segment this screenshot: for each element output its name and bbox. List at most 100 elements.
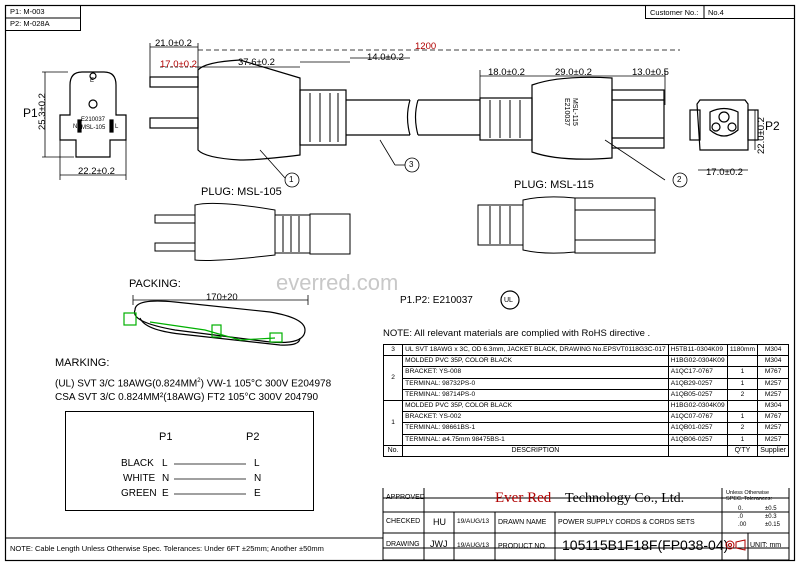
bom-no: 1 xyxy=(382,399,404,446)
label-p1: P1 xyxy=(23,106,38,120)
drawer-initials: JWJ xyxy=(430,539,448,549)
bom-supplier: M304 xyxy=(757,355,789,368)
bom-qty: 2 xyxy=(726,388,759,401)
ul-logo-text: UL xyxy=(504,297,513,304)
callout-3: 3 xyxy=(409,160,414,169)
bom-supplier: M257 xyxy=(757,433,789,446)
bom-qty: 2 xyxy=(726,422,759,435)
side-cert-label: MSL-115 xyxy=(571,98,578,126)
bottom-note: NOTE: Cable Length Unless Otherwise Spec… xyxy=(10,544,324,553)
drawing-date: 19/AUG/13 xyxy=(457,542,490,549)
wiring-lines xyxy=(174,463,246,495)
bom-supplier: M767 xyxy=(757,411,789,424)
tol-0-key: 0. xyxy=(738,506,744,512)
drawing-name-label: DRAWN NAME xyxy=(498,519,547,526)
plug-side-view xyxy=(149,59,480,161)
bom-no: 3 xyxy=(382,343,404,357)
face-e-label: E xyxy=(90,78,95,84)
company-name-a: Ever Red xyxy=(495,490,552,506)
bom-desc: BRACKET: YS-002 xyxy=(402,411,669,424)
connector-msl-115-drawing xyxy=(477,196,656,254)
dim-25-3: 25.3±0.2 xyxy=(37,93,48,130)
wiring-color-1: WHITE xyxy=(123,473,156,484)
bom-code: A1QC07-0767 xyxy=(667,411,728,424)
face-l-label: L xyxy=(115,124,119,130)
bom-desc: BRACKET: YS-008 xyxy=(402,366,669,379)
tol-2-key: .00 xyxy=(738,522,747,528)
approval-text: P1.P2: E210037 xyxy=(400,295,473,306)
bom-code: H1BG02-0304K09 xyxy=(667,399,728,413)
bom-header-desc: DESCRIPTION xyxy=(402,444,669,457)
wiring-p1: P1 xyxy=(159,431,173,443)
drawing-label: DRAWING xyxy=(386,541,420,548)
dim-17: 17.0±0.2 xyxy=(160,59,197,70)
dim-21: 21.0±0.2 xyxy=(155,38,192,49)
bom-no: 2 xyxy=(382,355,404,401)
ul-logo xyxy=(500,290,520,310)
packing-title: PACKING: xyxy=(129,278,181,290)
checked-label: CHECKED xyxy=(386,518,421,525)
dim-37-6: 37.6±0.2 xyxy=(238,57,275,68)
bom-code: A1QB01-0257 xyxy=(667,422,728,435)
wiring-p2-0: L xyxy=(254,458,260,469)
tol-title-1: Unless Otherwise xyxy=(726,490,770,496)
marking-line-1: (UL) SVT 3/C 18AWG(0.824MM2) VW-1 105°C … xyxy=(55,378,332,390)
bom-qty: 1 xyxy=(726,411,759,424)
tol-1-val: ±0.3 xyxy=(765,514,777,520)
rohs-note: NOTE: All relevant materials are complie… xyxy=(383,328,651,339)
bom-desc: MOLDED PVC 35P, COLOR BLACK xyxy=(402,355,669,368)
bom-qty: 1 xyxy=(726,366,759,379)
dim-14: 14.0±0.2 xyxy=(367,52,404,63)
bom-desc: TERMINAL: 98732PS-0 xyxy=(402,377,669,390)
dim-1200: 1200 xyxy=(415,41,437,52)
wiring-p2-1: N xyxy=(254,473,262,484)
bom-supplier: M304 xyxy=(757,343,789,357)
wiring-p2: P2 xyxy=(246,431,260,443)
tol-title-2: SPEC. Tolerances: xyxy=(726,496,773,502)
tol-2-val: ±0.15 xyxy=(765,522,780,528)
customer-no-label: Customer No.: xyxy=(650,8,699,17)
bom-desc: MOLDED PVC 35P, COLOR BLACK xyxy=(402,399,669,413)
bom-qty xyxy=(726,399,759,413)
plug-115-title: PLUG: MSL-115 xyxy=(514,179,594,191)
dim-170: 170±20 xyxy=(206,292,238,303)
tol-0-val: ±0.5 xyxy=(765,506,777,512)
bom-supplier: M767 xyxy=(757,366,789,379)
company-name-b: Technology Co., Ltd. xyxy=(565,491,685,506)
bom-desc: TERMINAL: 98661BS-1 xyxy=(402,422,669,435)
face-cert-label: E210037 xyxy=(81,117,106,123)
plug-face-p1 xyxy=(59,71,127,158)
bom-code: H5TB11-0304K09 xyxy=(667,343,728,357)
bom-code: A1QB05-0257 xyxy=(667,388,728,401)
bom-qty: 1 xyxy=(726,433,759,446)
bom-supplier: M257 xyxy=(757,388,789,401)
bom-code: A1QB06-0257 xyxy=(667,433,728,446)
face-model-label: MSL-105 xyxy=(81,125,106,131)
product-no-label: PRODUCT NO. xyxy=(498,543,547,550)
callout-1: 1 xyxy=(289,175,294,184)
bom-header-supplier: Supplier xyxy=(757,444,789,457)
bom-code: A1QB29-0257 xyxy=(667,377,728,390)
tol-1-key: .0 xyxy=(738,514,744,520)
bom-desc: UL SVT 18AWG x 3C, OD 6.3mm, JACKET BLAC… xyxy=(402,343,669,357)
marking-line-2: CSA SVT 3/C 0.824MM²(18AWG) FT2 105°C 30… xyxy=(55,392,319,403)
plug-105-title: PLUG: MSL-105 xyxy=(201,186,282,198)
packing-coil-drawing xyxy=(123,295,309,346)
callout-2: 2 xyxy=(677,175,682,184)
no-value: No.4 xyxy=(708,8,724,17)
drawing-name: POWER SUPPLY CORDS & CORDS SETS xyxy=(558,519,695,526)
connector-side-view xyxy=(479,76,665,160)
bom-supplier: M257 xyxy=(757,422,789,435)
bom-header-qty: Q'TY xyxy=(726,444,759,457)
marking-title: MARKING: xyxy=(55,357,110,369)
checked-date: 19/AUG/13 xyxy=(457,518,490,525)
